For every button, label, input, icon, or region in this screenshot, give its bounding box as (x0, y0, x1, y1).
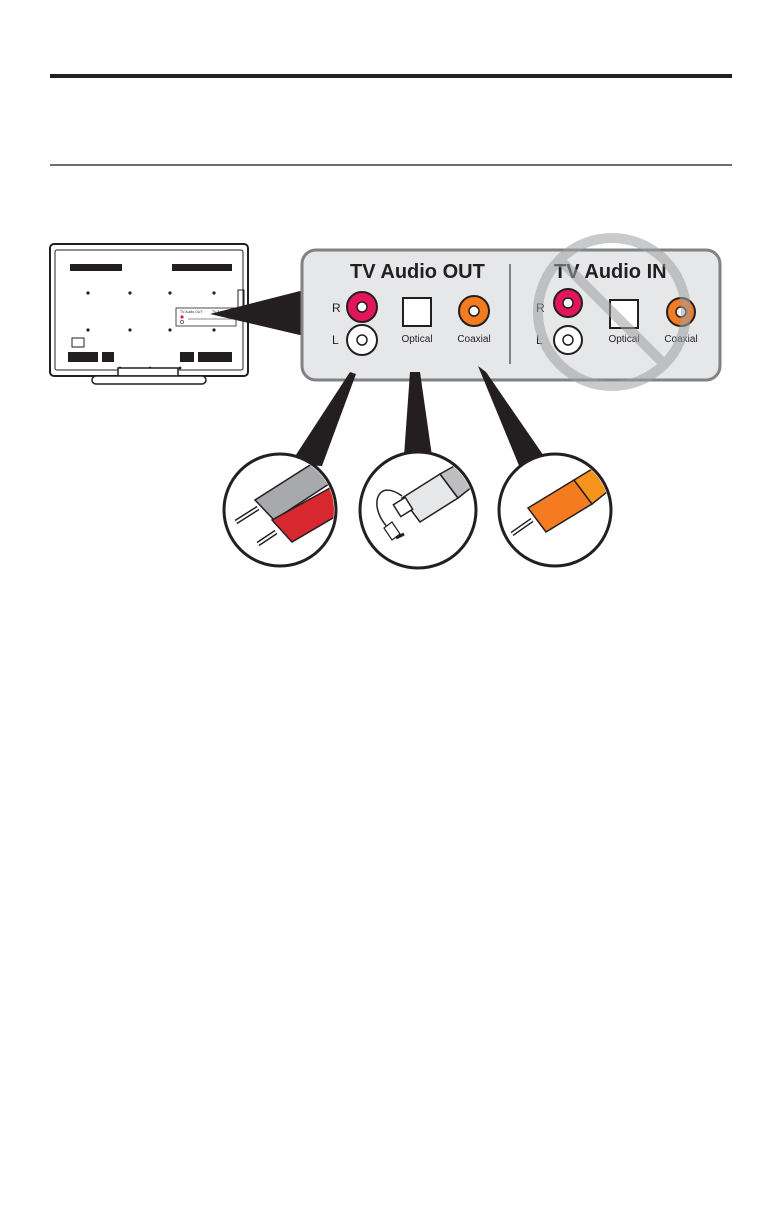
optical-wedge (404, 372, 432, 456)
out-coaxial-jack (459, 296, 489, 326)
tv-inset-out-label: TV Audio OUT (180, 310, 203, 314)
tv-audio-out-title: TV Audio OUT (350, 261, 485, 283)
out-rca-left-jack (347, 325, 377, 355)
out-right-label: R (332, 301, 341, 315)
coaxial-cable-icon (499, 454, 622, 566)
out-optical-jack (403, 298, 431, 326)
out-rca-right-jack (347, 292, 377, 322)
connector-panel: TV Audio OUT R L Optical Coaxial TV Audi… (302, 238, 720, 386)
rca-wedge (290, 372, 356, 466)
in-rca-left-jack (554, 326, 582, 354)
optical-cable-icon (360, 452, 486, 568)
out-coaxial-label: Coaxial (457, 334, 490, 345)
out-left-label: L (332, 333, 339, 347)
rca-cable-icon (224, 440, 372, 566)
out-optical-label: Optical (401, 334, 432, 345)
in-rca-right-jack (554, 289, 582, 317)
